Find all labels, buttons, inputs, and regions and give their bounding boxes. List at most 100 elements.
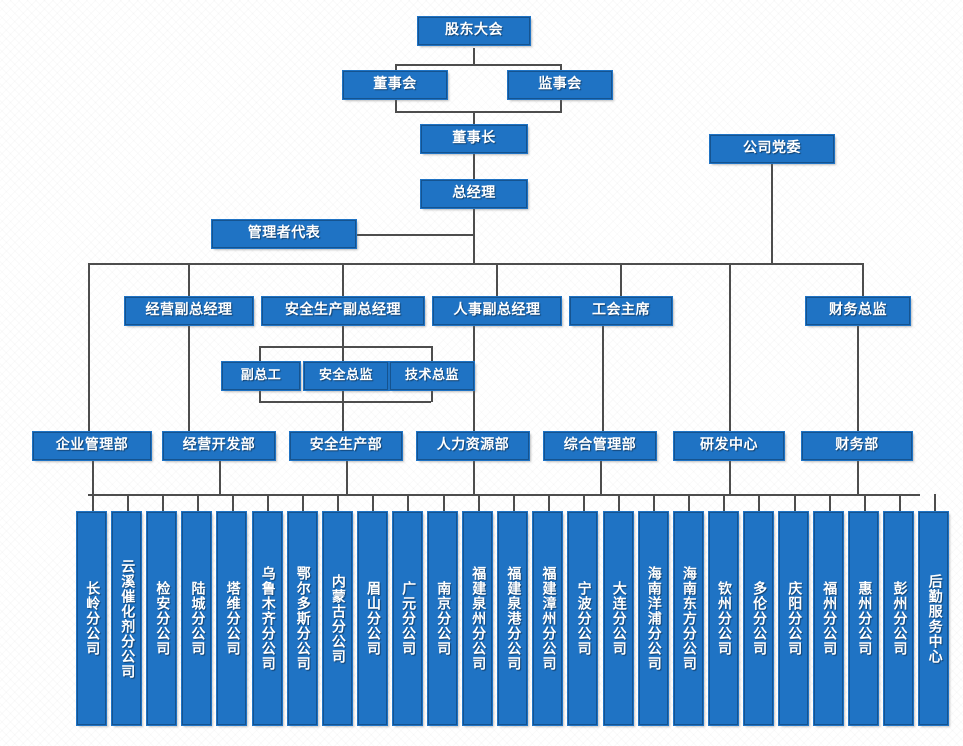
node-label: 研发中心	[700, 438, 758, 453]
node-label: 陆城分公司	[189, 581, 204, 656]
node-cfo[interactable]: 财务总监	[806, 297, 910, 325]
node-label: 广元分公司	[400, 581, 415, 656]
node-board-of-supervisors[interactable]: 监事会	[508, 71, 612, 99]
node-label: 眉山分公司	[365, 581, 380, 656]
branch-node[interactable]: 海南洋浦分公司	[639, 512, 668, 725]
node-label: 鄂尔多斯分公司	[294, 566, 309, 671]
node-label: 南京分公司	[435, 581, 450, 656]
department-node[interactable]: 财务部	[802, 432, 912, 460]
node-shareholders-meeting[interactable]: 股东大会	[418, 17, 530, 45]
connector-line	[473, 153, 475, 180]
connector-line	[729, 263, 731, 432]
node-label: 安全总监	[319, 369, 373, 383]
connector-line	[829, 494, 831, 513]
branch-node[interactable]: 庆阳分公司	[779, 512, 808, 725]
department-node[interactable]: 企业管理部	[33, 432, 151, 460]
branch-node[interactable]: 广元分公司	[393, 512, 422, 725]
connector-line	[162, 494, 164, 513]
connector-line	[232, 494, 234, 513]
node-label: 庆阳分公司	[786, 581, 801, 656]
branch-node[interactable]: 惠州分公司	[849, 512, 878, 725]
department-node[interactable]: 经营开发部	[163, 432, 275, 460]
connector-line	[758, 494, 760, 513]
connector-line	[197, 494, 199, 513]
branch-node[interactable]: 福建漳州分公司	[533, 512, 562, 725]
connector-line	[188, 263, 190, 298]
connector-line	[92, 460, 94, 495]
branch-node[interactable]: 后勤服务中心	[919, 512, 948, 725]
node-vp-safety-production[interactable]: 安全生产副总经理	[262, 297, 424, 325]
branch-node[interactable]: 海南东方分公司	[674, 512, 703, 725]
connector-line	[259, 346, 431, 348]
node-label: 福州分公司	[821, 581, 836, 656]
branch-node[interactable]: 检安分公司	[147, 512, 176, 725]
connector-line	[600, 460, 602, 495]
node-chairman[interactable]: 董事长	[421, 125, 527, 153]
connector-line	[355, 234, 475, 236]
branch-node[interactable]: 内蒙古分公司	[323, 512, 352, 725]
department-node[interactable]: 安全生产部	[290, 432, 402, 460]
branch-node[interactable]: 塔维分公司	[217, 512, 246, 725]
connector-line	[857, 460, 859, 495]
node-label: 董事会	[373, 77, 417, 92]
connector-line	[259, 389, 261, 402]
branch-node[interactable]: 大连分公司	[604, 512, 633, 725]
branch-node[interactable]: 福州分公司	[814, 512, 843, 725]
branch-node[interactable]: 南京分公司	[428, 512, 457, 725]
connector-line	[618, 494, 620, 513]
node-label: 海南东方分公司	[681, 566, 696, 671]
node-management-representative[interactable]: 管理者代表	[212, 220, 356, 248]
node-label: 安全生产副总经理	[285, 303, 401, 318]
branch-node[interactable]: 福建泉州分公司	[463, 512, 492, 725]
connector-line	[395, 111, 562, 113]
node-label: 福建漳州分公司	[540, 566, 555, 671]
connector-line	[431, 389, 433, 402]
branch-node[interactable]: 眉山分公司	[358, 512, 387, 725]
node-union-chairman[interactable]: 工会主席	[570, 297, 672, 325]
branch-node[interactable]: 钦州分公司	[709, 512, 738, 725]
branch-node[interactable]: 宁波分公司	[568, 512, 597, 725]
node-label: 乌鲁木齐分公司	[259, 566, 274, 671]
node-technical-director[interactable]: 技术总监	[390, 362, 474, 390]
department-node[interactable]: 研发中心	[674, 432, 784, 460]
node-label: 惠州分公司	[856, 581, 871, 656]
branch-node[interactable]: 乌鲁木齐分公司	[253, 512, 282, 725]
connector-line	[602, 325, 604, 432]
branch-node[interactable]: 长岭分公司	[77, 512, 106, 725]
connector-line	[620, 263, 622, 298]
node-label: 人力资源部	[437, 438, 510, 453]
node-safety-director[interactable]: 安全总监	[304, 362, 388, 390]
node-board-of-directors[interactable]: 董事会	[343, 71, 447, 99]
connector-line	[219, 460, 221, 495]
node-label: 大连分公司	[610, 581, 625, 656]
node-label: 宁波分公司	[575, 581, 590, 656]
branch-node[interactable]: 多伦分公司	[744, 512, 773, 725]
connector-line	[259, 401, 431, 403]
branch-node[interactable]: 陆城分公司	[182, 512, 211, 725]
node-label: 经营副总经理	[146, 303, 233, 318]
node-general-manager[interactable]: 总经理	[421, 180, 527, 208]
branch-node[interactable]: 彭州分公司	[884, 512, 913, 725]
node-vp-hr[interactable]: 人事副总经理	[433, 297, 561, 325]
node-label: 福建泉港分公司	[505, 566, 520, 671]
branch-node[interactable]: 云溪催化剂分公司	[112, 512, 141, 725]
connector-line	[583, 494, 585, 513]
branch-node[interactable]: 鄂尔多斯分公司	[288, 512, 317, 725]
node-deputy-chief-engineer[interactable]: 副总工	[222, 362, 300, 390]
node-label: 彭州分公司	[891, 581, 906, 656]
connector-line	[794, 494, 796, 513]
node-party-committee[interactable]: 公司党委	[710, 135, 834, 163]
node-label: 工会主席	[592, 303, 650, 318]
connector-line	[88, 263, 90, 432]
connector-line	[302, 494, 304, 513]
node-label: 内蒙古分公司	[330, 574, 345, 664]
department-node[interactable]: 综合管理部	[544, 432, 656, 460]
connector-line	[723, 494, 725, 513]
node-label: 总经理	[452, 186, 496, 201]
branch-node[interactable]: 福建泉港分公司	[498, 512, 527, 725]
node-vp-operations[interactable]: 经营副总经理	[125, 297, 253, 325]
connector-line	[864, 494, 866, 513]
connector-line	[513, 494, 515, 513]
connector-line	[473, 111, 475, 125]
department-node[interactable]: 人力资源部	[417, 432, 529, 460]
